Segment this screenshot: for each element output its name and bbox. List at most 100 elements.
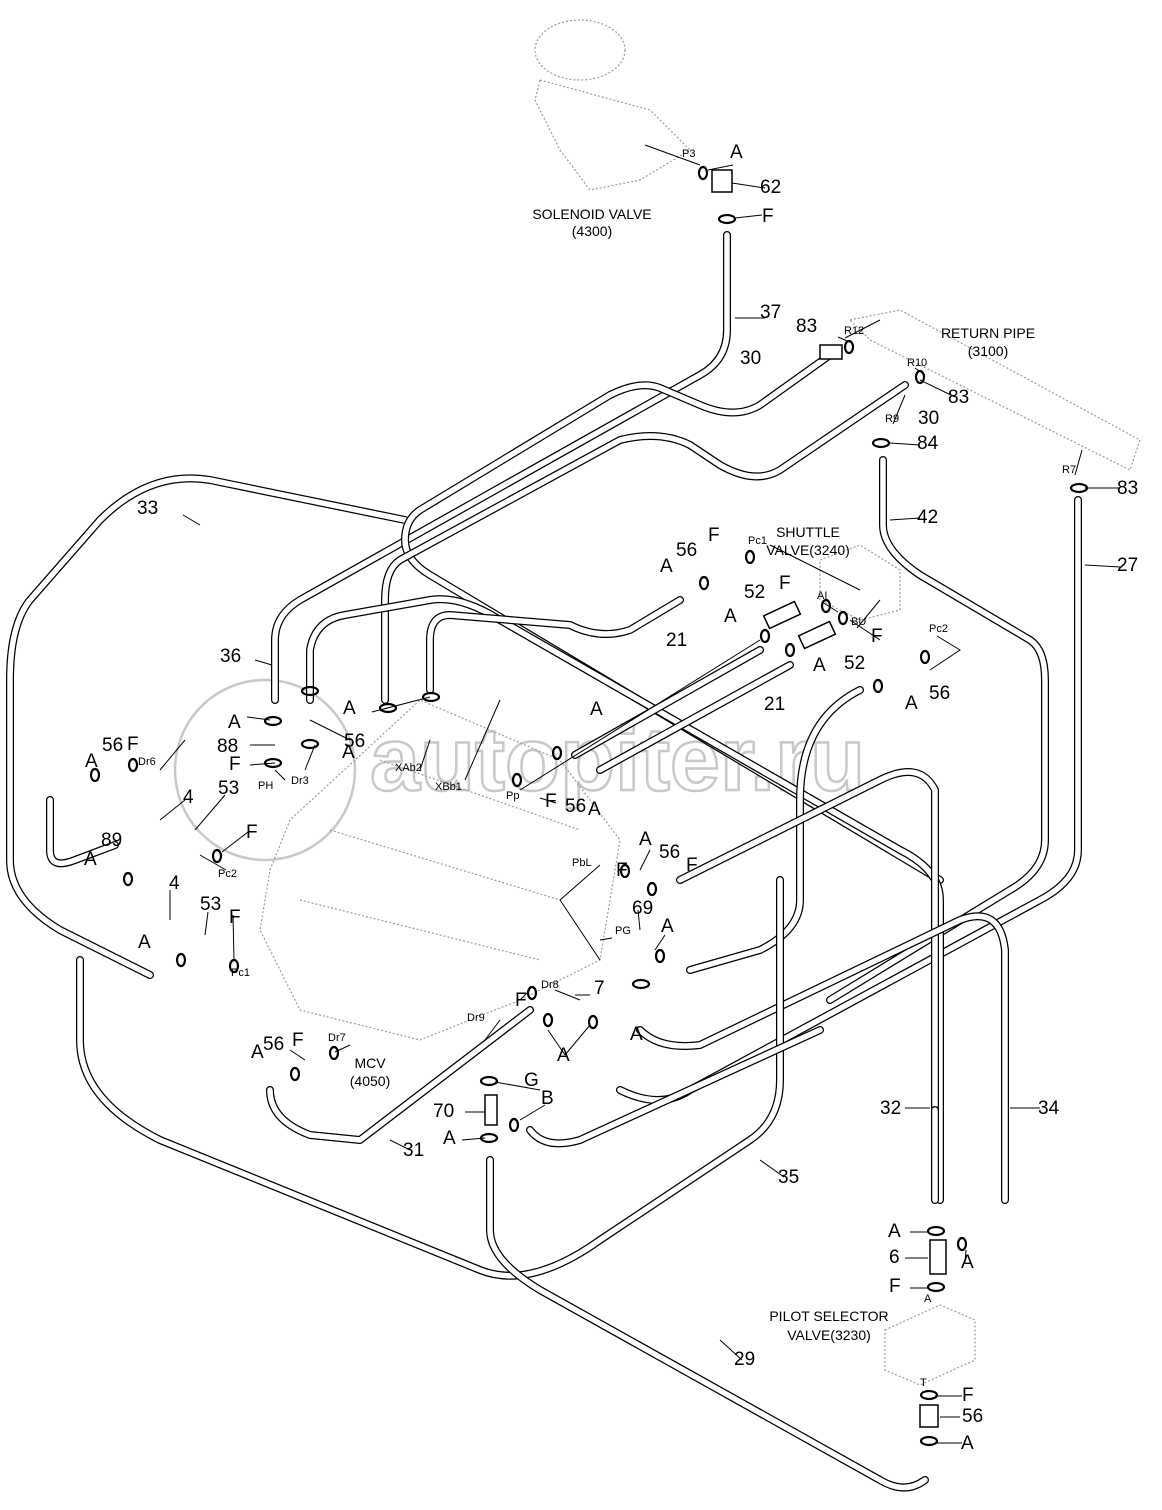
port-code: AI	[817, 590, 827, 602]
part-number: 32	[880, 1098, 901, 1119]
part-number: 56	[659, 842, 680, 863]
fittings	[89, 165, 1089, 1447]
pilot-selector-valve-outline	[884, 1304, 976, 1386]
pilot-selector-valve-number: VALVE(3230)	[787, 1327, 871, 1343]
leader-lines	[159, 144, 1121, 1444]
port-code: Dr3	[291, 775, 309, 787]
part-number: 4	[183, 787, 194, 808]
letter-code: G	[524, 1070, 539, 1091]
letter-code: F	[889, 1276, 901, 1297]
letter-code: F	[779, 573, 791, 594]
part-number: 4	[169, 873, 180, 894]
port-code: Pc2	[218, 868, 237, 880]
hose-27	[616, 496, 1082, 1104]
port-code: Pp	[506, 790, 519, 802]
letter-code: B	[541, 1088, 554, 1109]
hose-21-b	[596, 661, 794, 774]
port-code: XBb1	[435, 781, 462, 793]
letter-code: F	[515, 990, 527, 1011]
letter-code: A	[961, 1433, 974, 1454]
part-number: 7	[594, 978, 605, 999]
part-number: 33	[137, 498, 158, 519]
port-code: Pc1	[748, 535, 767, 547]
port-code: T	[920, 1377, 927, 1389]
part-number: 83	[948, 387, 969, 408]
hoses	[6, 231, 1082, 1492]
component-labels: SOLENOID VALVE (4300) RETURN PIPE (3100)…	[350, 206, 1035, 1343]
part-number: 36	[220, 646, 241, 667]
letter-code: A	[905, 693, 918, 714]
letter-code: F	[127, 734, 139, 755]
part-number: 6	[889, 1247, 900, 1268]
part-number: 30	[740, 348, 761, 369]
letter-code: F	[686, 855, 698, 876]
part-number: 30	[918, 408, 939, 429]
pilot-selector-valve-label: PILOT SELECTOR	[769, 1308, 888, 1324]
shuttle-valve-outline	[819, 544, 901, 621]
part-number: 52	[844, 653, 865, 674]
port-code: Dr8	[541, 979, 559, 991]
part-number: 84	[917, 433, 939, 454]
letter-code: A	[557, 1045, 570, 1066]
mcv-label: MCV	[354, 1055, 386, 1071]
hose-29	[486, 1156, 929, 1492]
letter-code: A	[342, 742, 355, 763]
part-number: 88	[217, 736, 238, 757]
part-number: 37	[760, 302, 781, 323]
letter-code: A	[84, 849, 97, 870]
solenoid-valve-outline	[534, 19, 691, 191]
mcv-number: (4050)	[350, 1073, 390, 1089]
shuttle-valve-number: VALVE(3240)	[766, 542, 850, 558]
hose-left-a	[46, 796, 119, 868]
letter-code: F	[871, 626, 883, 647]
hose-34	[636, 912, 1009, 1204]
letter-code: A	[660, 556, 673, 577]
part-number-labels: 62 37 83 30 83 30 84 83 42 27 33 56 52 5…	[101, 177, 1138, 1427]
letter-code: A	[138, 932, 151, 953]
port-code: Dr7	[328, 1032, 346, 1044]
shuttle-valve-label: SHUTTLE	[776, 524, 840, 540]
port-code: BU	[851, 616, 866, 628]
return-pipe-label: RETURN PIPE	[941, 325, 1035, 341]
port-code: R12	[844, 325, 864, 337]
port-code: A	[924, 1293, 932, 1305]
letter-code: A	[639, 829, 652, 850]
hose-42	[826, 456, 1049, 1004]
hose-21-a	[571, 646, 764, 759]
port-code: PG	[615, 925, 631, 937]
hose-30-lower	[381, 381, 909, 704]
letter-code: A	[251, 1042, 264, 1063]
letter-code: F	[545, 791, 557, 812]
solenoid-valve-label: SOLENOID VALVE	[532, 206, 651, 222]
part-number: 21	[764, 694, 785, 715]
letter-code: A	[443, 1128, 456, 1149]
part-number: 83	[796, 316, 817, 337]
letter-code: A	[588, 799, 601, 820]
port-code: Pc1	[231, 967, 250, 979]
part-number: 83	[1117, 478, 1138, 499]
part-number: 70	[433, 1101, 454, 1122]
part-number: 56	[676, 540, 697, 561]
part-number: 56	[929, 683, 950, 704]
letter-code: A	[590, 699, 603, 720]
hose-33	[6, 474, 409, 979]
letter-code: F	[292, 1030, 304, 1051]
part-number: 56	[263, 1034, 284, 1055]
port-labels: P3 R12 R10 R9 R7 Pc1 AI BU Pc2 PH Dr3 XA…	[138, 148, 1076, 1389]
hose-31	[266, 1006, 534, 1144]
port-code: PbL	[572, 857, 592, 869]
letter-code: F	[962, 1385, 974, 1406]
letter-labels: A F A F A F A A A F A A A F F F A F A A …	[84, 142, 974, 1454]
port-code: R9	[885, 413, 899, 425]
port-code: R7	[1062, 464, 1076, 476]
hose-pbl	[676, 768, 939, 1114]
port-code: XAb2	[395, 762, 422, 774]
port-code: Pc2	[929, 623, 948, 635]
hose-35	[76, 876, 784, 1280]
letter-code: A	[228, 712, 241, 733]
letter-code: A	[730, 142, 743, 163]
part-number: 56	[565, 796, 586, 817]
solenoid-valve-number: (4300)	[572, 223, 612, 239]
return-pipe-number: (3100)	[968, 343, 1008, 359]
letter-code: F	[246, 822, 258, 843]
